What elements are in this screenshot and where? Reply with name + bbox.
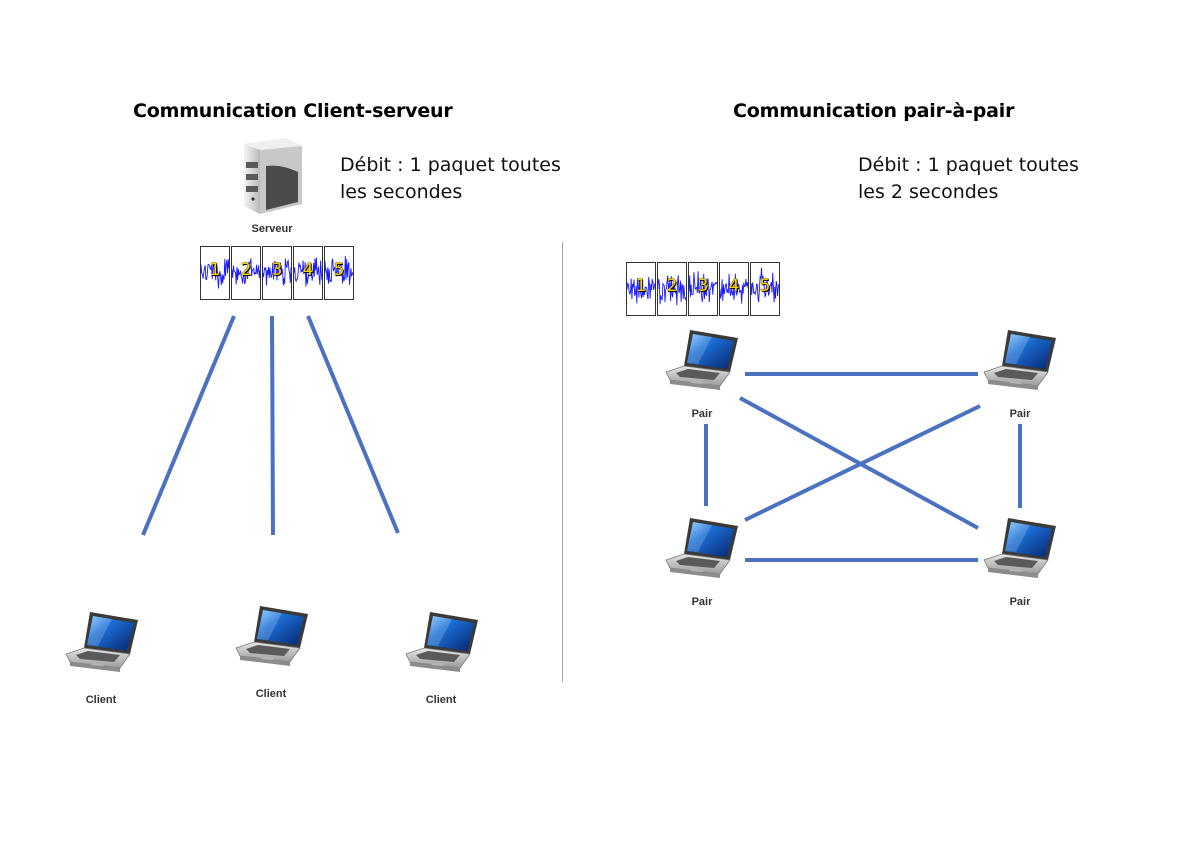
- packet: 3: [262, 246, 292, 300]
- packet: 1: [200, 246, 230, 300]
- laptop-icon[interactable]: [980, 328, 1060, 392]
- packet-number: 3: [697, 276, 709, 296]
- waveform-path: [658, 275, 686, 306]
- link-server-client-2: [270, 315, 275, 536]
- peer-label: Pair: [1009, 408, 1031, 420]
- peer-label: Pair: [1009, 596, 1031, 608]
- waveform-icon: [689, 271, 717, 303]
- waveform-path: [325, 255, 353, 285]
- laptop-icon[interactable]: [980, 516, 1060, 580]
- waveform-icon: [201, 258, 229, 289]
- packet-number: 4: [728, 276, 740, 296]
- peer-label: Pair: [691, 408, 713, 420]
- packet: 5: [750, 262, 780, 316]
- packet-number: 2: [240, 260, 252, 280]
- peer-to-peer-title: Communication pair-à-pair: [733, 100, 1015, 122]
- section-divider: [562, 242, 563, 682]
- server-icon[interactable]: [236, 136, 306, 216]
- server-label: Serveur: [251, 223, 293, 235]
- packet: 3: [688, 262, 718, 316]
- waveform-icon: [325, 255, 353, 285]
- packet: 2: [231, 246, 261, 300]
- client-server-packet-strip: 1 2 3 4 5: [200, 246, 355, 300]
- peer-to-peer-rate: Débit : 1 paquet toutes les 2 secondes: [858, 152, 1079, 206]
- packet: 1: [626, 262, 656, 316]
- peer-to-peer-rate-line1: Débit : 1 paquet toutes: [858, 154, 1079, 176]
- waveform-icon: [751, 267, 779, 303]
- waveform-path: [689, 271, 717, 303]
- waveform-icon: [232, 258, 260, 285]
- client-label: Client: [425, 694, 457, 706]
- waveform-path: [720, 273, 748, 304]
- packet: 4: [293, 246, 323, 300]
- packet-number: 5: [759, 276, 771, 296]
- peer-to-peer-packet-strip: 1 2 3 4 5: [626, 262, 781, 316]
- packet: 4: [719, 262, 749, 316]
- laptop-icon[interactable]: [662, 516, 742, 580]
- packet-number: 1: [635, 276, 647, 296]
- waveform-path: [294, 257, 322, 287]
- waveform-icon: [263, 258, 291, 286]
- link-peer-diagonal-2: [744, 404, 981, 522]
- link-server-client-3: [306, 315, 400, 534]
- peer-label: Pair: [691, 596, 713, 608]
- client-label: Client: [85, 694, 117, 706]
- waveform-icon: [720, 273, 748, 304]
- packet: 5: [324, 246, 354, 300]
- laptop-icon[interactable]: [232, 604, 312, 668]
- client-server-title: Communication Client-serveur: [133, 100, 453, 122]
- waveform-path: [201, 258, 229, 289]
- client-server-rate-line2: les secondes: [340, 181, 463, 203]
- laptop-icon[interactable]: [662, 328, 742, 392]
- waveform-icon: [658, 275, 686, 306]
- waveform-icon: [294, 257, 322, 287]
- waveform-icon: [627, 277, 655, 304]
- packet: 2: [657, 262, 687, 316]
- waveform-path: [627, 277, 655, 304]
- waveform-path: [751, 267, 779, 303]
- packet-number: 5: [333, 260, 345, 280]
- link-server-client-1: [141, 315, 236, 536]
- client-label: Client: [255, 688, 287, 700]
- packet-number: 3: [271, 260, 283, 280]
- peer-to-peer-rate-line2: les 2 secondes: [858, 181, 999, 203]
- laptop-icon[interactable]: [402, 610, 482, 674]
- client-server-rate-line1: Débit : 1 paquet toutes: [340, 154, 561, 176]
- packet-number: 2: [666, 276, 678, 296]
- waveform-path: [263, 258, 291, 286]
- packet-number: 1: [209, 260, 221, 280]
- waveform-path: [232, 258, 260, 285]
- laptop-icon[interactable]: [62, 610, 142, 674]
- packet-number: 4: [302, 260, 314, 280]
- client-server-rate: Débit : 1 paquet toutes les secondes: [340, 152, 561, 206]
